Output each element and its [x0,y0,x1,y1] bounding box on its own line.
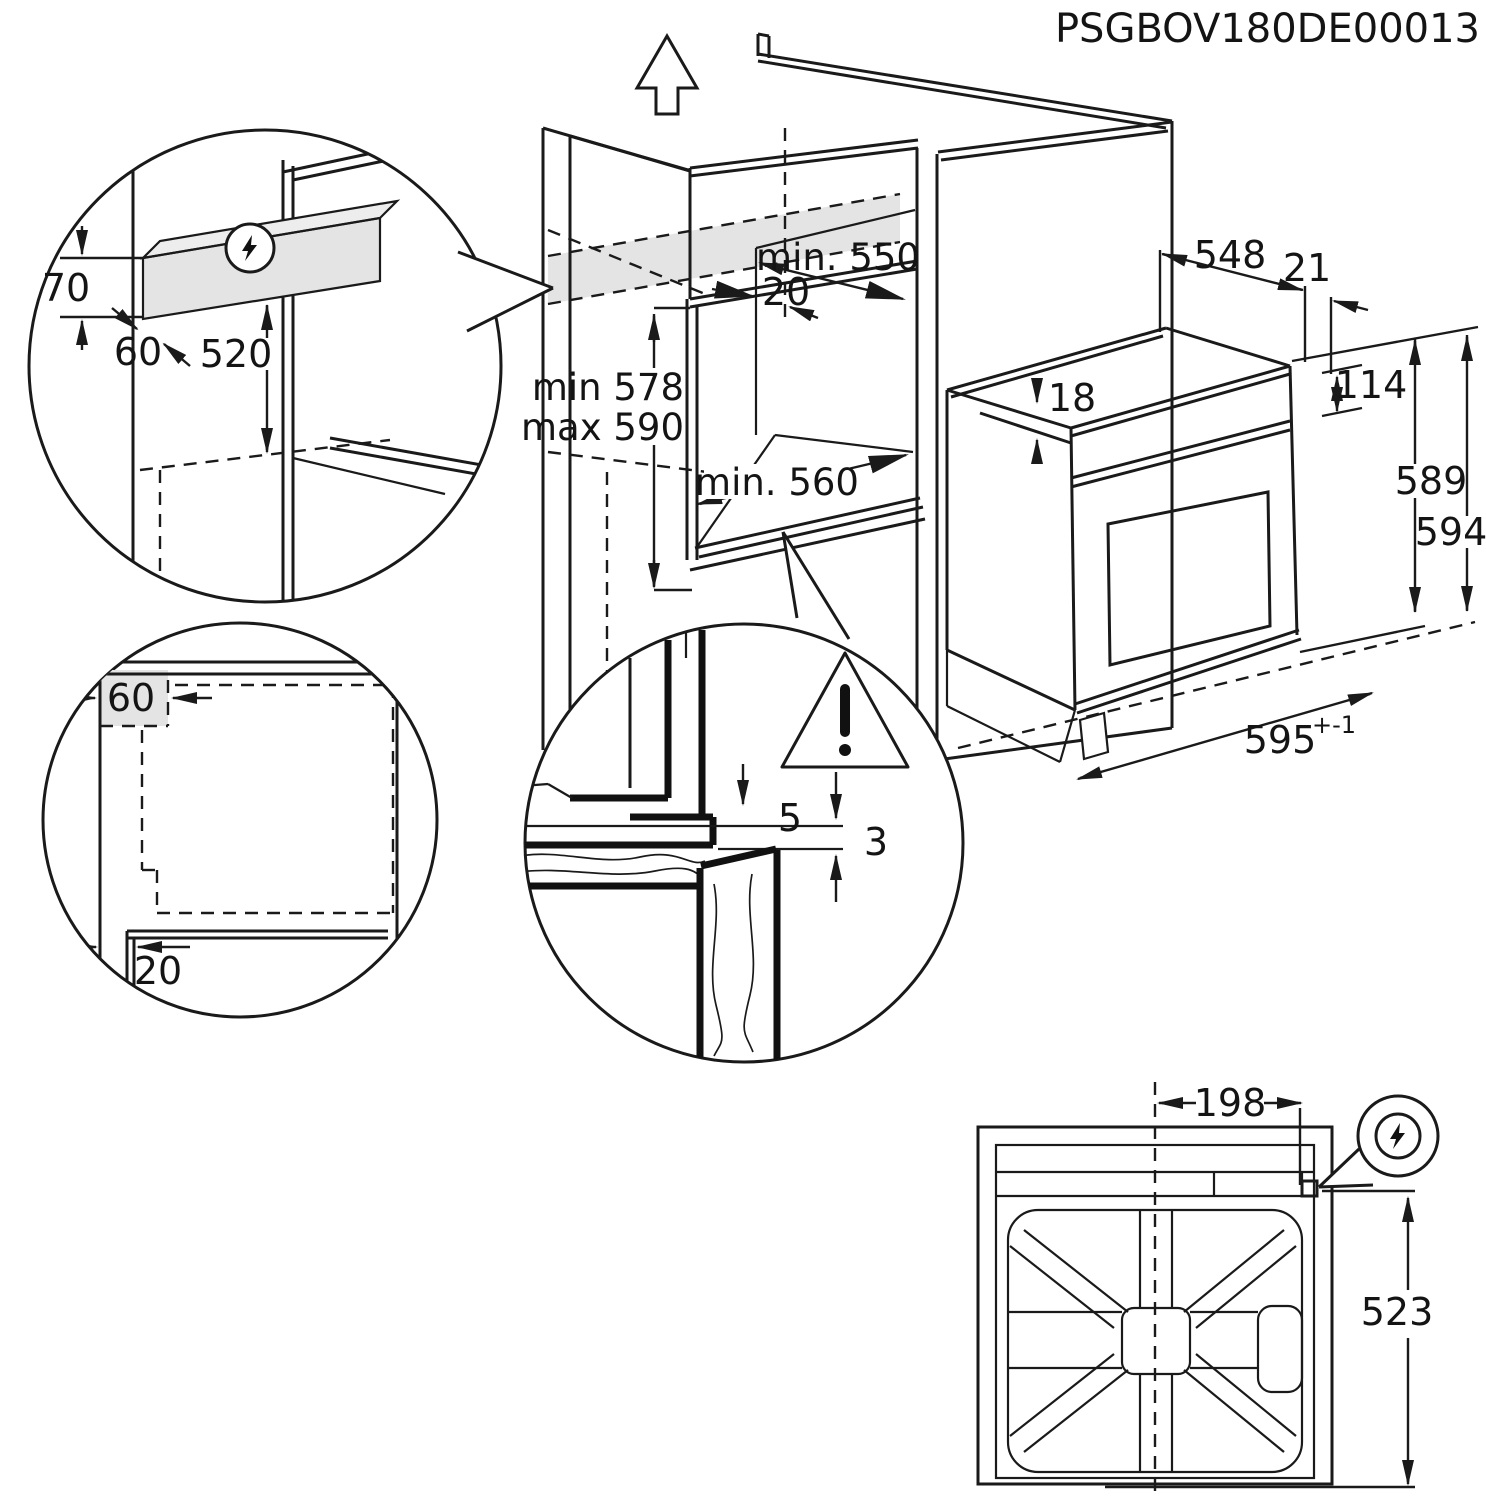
dimension-panel-114: 114 [1321,363,1408,418]
dimension-floor-depth: min. 560 [695,453,909,506]
oven-back-view: 198 523 [976,1081,1440,1497]
side-clearance-highlight [100,670,168,726]
dimension-recess-20: 20 [711,270,819,322]
dimension-label-520: 520 [200,332,273,376]
dimension-label-548: 548 [1194,233,1267,277]
dimension-niche-depth: min. 550 [756,236,920,301]
dimension-label-min-height: min 578 [532,366,684,409]
detail-circle-gap-crosssection: 5 3 [523,622,965,1064]
electrical-callout [1317,1094,1440,1189]
dimension-label-20-front: 20 [134,949,182,993]
dimension-label-3: 3 [864,820,888,864]
dimension-label-min-550: min. 550 [756,236,920,279]
dimension-label-5: 5 [778,796,802,840]
detail-circle-plan-clearance: 60 20 [41,621,439,1019]
dimension-oven-heights: 589 594 [1291,325,1486,654]
product-code: PSGBOV180DE00013 [1055,6,1480,52]
dimension-label-70: 70 [42,266,90,310]
dimension-label-595: 595 [1244,718,1317,762]
dimension-label-18: 18 [1048,376,1096,420]
dimension-oven-depth: 548 21 [1158,233,1369,374]
dimension-oven-top-18: 18 [1031,376,1096,464]
callout-pointer-bottom [781,531,851,640]
dimension-label-60: 60 [114,330,162,374]
dimension-label-max-height: max 590 [521,406,684,449]
callout-pointer-top [457,250,554,333]
dimension-label-594: 594 [1415,510,1486,554]
electrical-zone-highlight [548,194,900,304]
dimension-connection-height: 523 [1105,1189,1434,1489]
dimension-label-114: 114 [1335,363,1408,407]
oven-door-window [1106,490,1272,667]
dimension-label-589: 589 [1395,459,1468,503]
warning-triangle-icon [780,651,910,769]
electrical-connection-point [1300,1179,1319,1198]
dimension-label-198: 198 [1194,1081,1267,1125]
dimension-label-20: 20 [762,270,810,314]
dimension-label-min-560: min. 560 [695,461,859,504]
cabinet-isometric-view: min 578 max 590 min. 550 20 min. 560 [521,32,1174,762]
dimension-label-523: 523 [1361,1290,1434,1334]
oven-isometric-view: 548 21 18 114 589 [945,233,1486,781]
dimension-label-595-tolerance: +-1 [1312,711,1356,739]
dimension-oven-width: 595 +-1 [1076,691,1374,781]
detail-circle-electrical-zone: 70 60 520 [27,128,503,604]
dimension-connection-offset: 198 [1157,1081,1303,1185]
dimension-label-60-side: 60 [107,676,155,720]
up-arrow-icon [634,32,700,116]
dimension-label-21: 21 [1283,246,1331,290]
dimension-niche-height: min 578 max 590 [521,306,692,592]
